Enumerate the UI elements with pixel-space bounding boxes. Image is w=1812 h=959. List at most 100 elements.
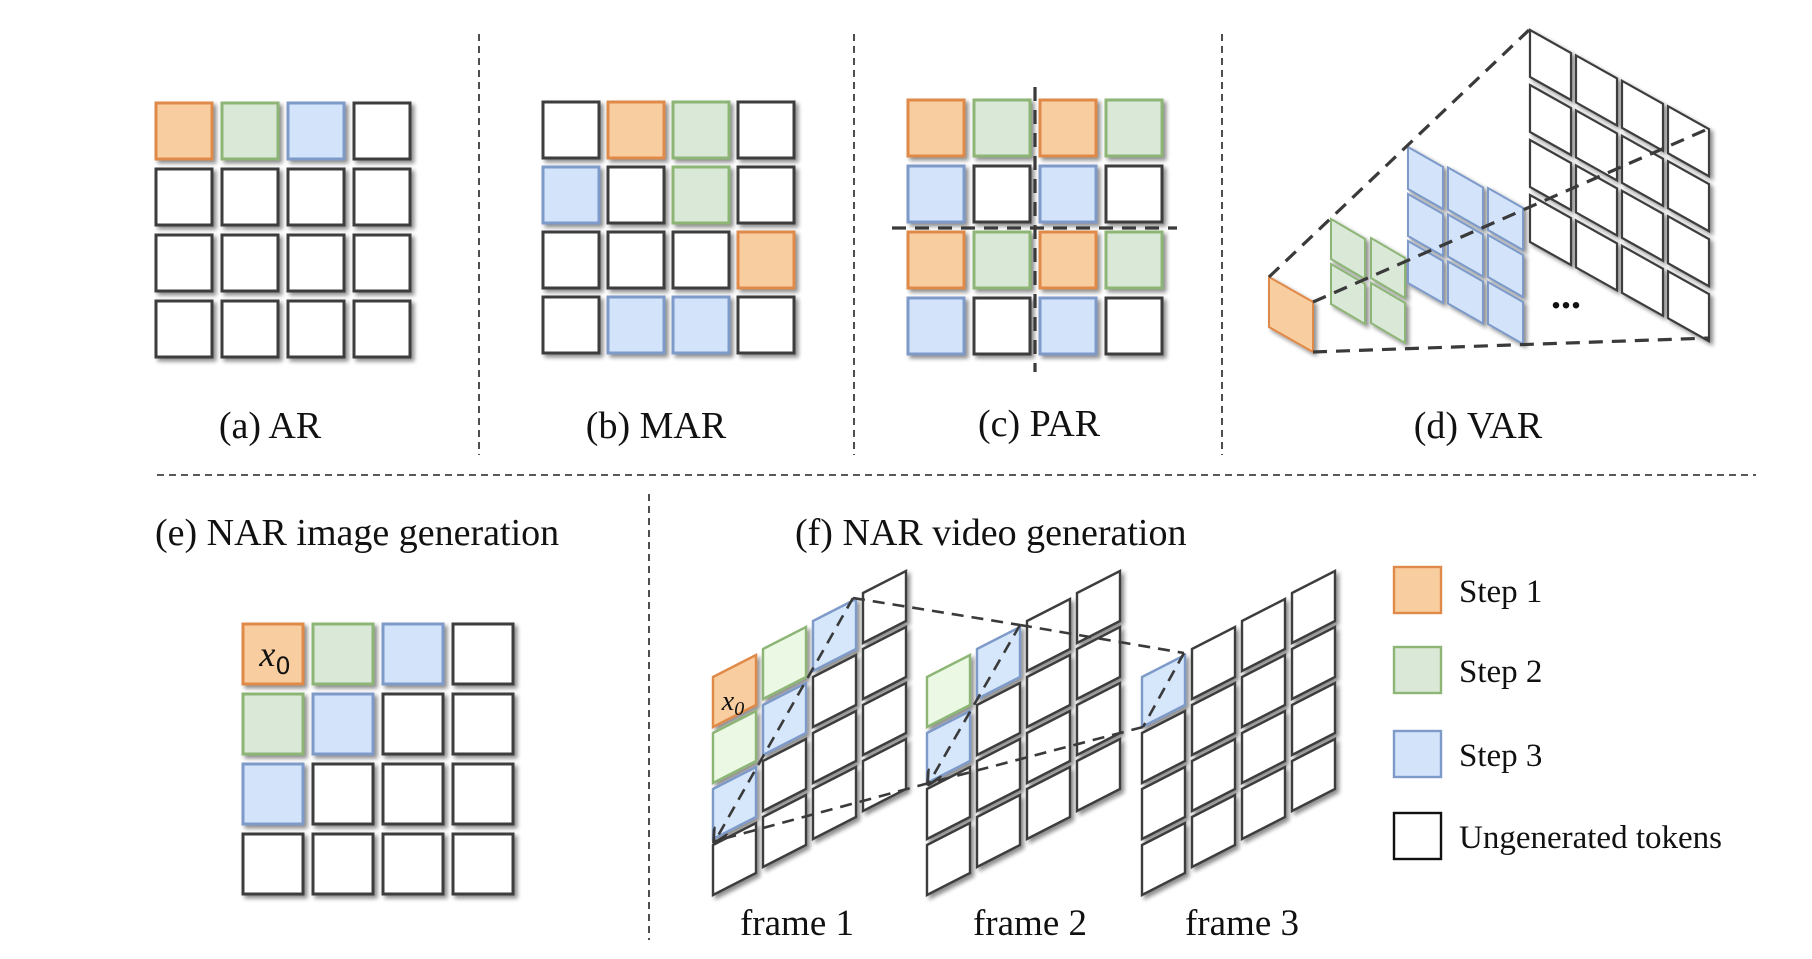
token-cell-ungenerated	[220, 299, 280, 359]
token-cell-ungenerated	[541, 230, 601, 290]
token-cell-ungenerated	[761, 793, 808, 869]
token-cell-ungenerated	[811, 765, 858, 841]
token-cell-ungenerated	[1240, 597, 1287, 673]
bottom-connector-2-3	[928, 725, 1144, 785]
token-cell-ungenerated	[1190, 625, 1237, 701]
token-cell-ungenerated	[1290, 737, 1337, 813]
token-cell-ungenerated	[311, 832, 375, 896]
token-cell-ungenerated	[1620, 188, 1665, 263]
token-cell-ungenerated	[154, 233, 214, 293]
var-pyramid-edge	[1312, 126, 1711, 304]
token-cell-step2	[925, 653, 972, 729]
token-cell-ungenerated	[1666, 159, 1711, 234]
token-cell-ungenerated	[1620, 78, 1665, 153]
token-cell-ungenerated	[1574, 53, 1619, 128]
token-cell-step1	[606, 100, 666, 160]
token-cell-step2	[1104, 98, 1164, 158]
token-cell-step3	[906, 296, 966, 356]
token-cell-step3	[1407, 239, 1444, 305]
legend-label-step2: Step 2	[1459, 654, 1542, 690]
token-cell-ungenerated	[736, 100, 796, 160]
token-cell-ungenerated	[1190, 793, 1237, 869]
var-pyramid-edge	[1267, 28, 1531, 279]
token-cell-step2	[1330, 262, 1366, 326]
token-cell-ungenerated	[975, 737, 1022, 813]
token-cell-step1	[711, 653, 758, 729]
panel-mar-grid	[541, 100, 796, 355]
token-cell-ungenerated	[1075, 737, 1122, 813]
token-cell-ungenerated	[451, 622, 515, 686]
token-cell-step3	[1038, 296, 1098, 356]
token-cell-ungenerated	[286, 233, 346, 293]
video-frame-1	[711, 569, 908, 897]
caption-ar: (a) AR	[219, 405, 322, 447]
token-cell-step3	[241, 762, 305, 826]
panel-separators	[157, 34, 1756, 940]
token-cell-ungenerated	[1240, 709, 1287, 785]
token-cell-step1	[736, 230, 796, 290]
par-partition-lines	[892, 87, 1177, 372]
token-cell-ungenerated	[381, 692, 445, 756]
token-cell-ungenerated	[972, 296, 1032, 356]
token-cell-step1	[1268, 275, 1314, 354]
token-cell-step3	[286, 101, 346, 161]
var-scale-4x4	[1528, 28, 1711, 344]
token-cell-ungenerated	[1574, 108, 1619, 183]
var-pyramid-edge	[1312, 336, 1711, 354]
token-cell-ungenerated	[1528, 138, 1573, 212]
token-cell-step1	[1038, 230, 1098, 290]
token-cell-step1	[241, 622, 305, 686]
token-cell-ungenerated	[1104, 296, 1164, 356]
caption-nar-video: (f) NAR video generation	[795, 512, 1187, 554]
token-cell-ungenerated	[1025, 765, 1072, 841]
panel-nar-image-grid: x0	[241, 622, 515, 896]
token-cell-ungenerated	[381, 832, 445, 896]
var-scale-1x1	[1268, 275, 1314, 354]
token-cell-ungenerated	[451, 692, 515, 756]
legend-label-step1: Step 1	[1459, 574, 1542, 610]
var-scale-3x3	[1407, 145, 1524, 346]
panel-var-scales	[1267, 28, 1711, 354]
token-cell-ungenerated	[972, 164, 1032, 224]
token-cell-ungenerated	[975, 793, 1022, 869]
token-cell-ungenerated	[154, 299, 214, 359]
token-cell-ungenerated	[451, 762, 515, 826]
frame-label-2: frame 2	[973, 903, 1087, 944]
token-cell-ungenerated	[1666, 104, 1711, 179]
token-cell-step3	[811, 597, 858, 673]
caption-mar: (b) MAR	[586, 405, 727, 447]
token-cell-step3	[1447, 259, 1484, 326]
token-cell-ungenerated	[736, 165, 796, 225]
token-cell-step1	[906, 98, 966, 158]
token-cell-ungenerated	[220, 167, 280, 227]
token-cell-step3	[311, 692, 375, 756]
token-cell-ungenerated	[1190, 681, 1237, 757]
token-cell-step2	[1370, 281, 1406, 345]
token-cell-step2	[241, 692, 305, 756]
token-cell-ungenerated	[1666, 269, 1711, 344]
token-cell-ungenerated	[1240, 765, 1287, 841]
token-cell-ungenerated	[352, 299, 412, 359]
token-cell-ungenerated	[286, 299, 346, 359]
token-cell-step3	[906, 164, 966, 224]
token-cell-ungenerated	[1025, 653, 1072, 729]
token-cell-step3	[606, 295, 666, 355]
token-cell-ungenerated	[1290, 681, 1337, 757]
token-cell-ungenerated	[1025, 709, 1072, 785]
token-cell-step3	[1487, 233, 1524, 299]
token-cell-ungenerated	[220, 233, 280, 293]
token-cell-step3	[1038, 164, 1098, 224]
token-cell-ungenerated	[1574, 163, 1619, 238]
token-cell-ungenerated	[761, 737, 808, 813]
token-cell-step3	[1407, 192, 1444, 258]
token-cell-ungenerated	[241, 832, 305, 896]
frame2-diagonal	[929, 624, 1022, 783]
legend-swatch-ungenerated	[1392, 811, 1443, 861]
token-cell-ungenerated	[861, 569, 908, 645]
token-cell-step2	[311, 622, 375, 686]
token-cell-ungenerated	[1240, 653, 1287, 729]
legend-swatch-step1	[1392, 565, 1443, 615]
token-cell-ungenerated	[1620, 243, 1665, 318]
token-cell-ungenerated	[1104, 164, 1164, 224]
